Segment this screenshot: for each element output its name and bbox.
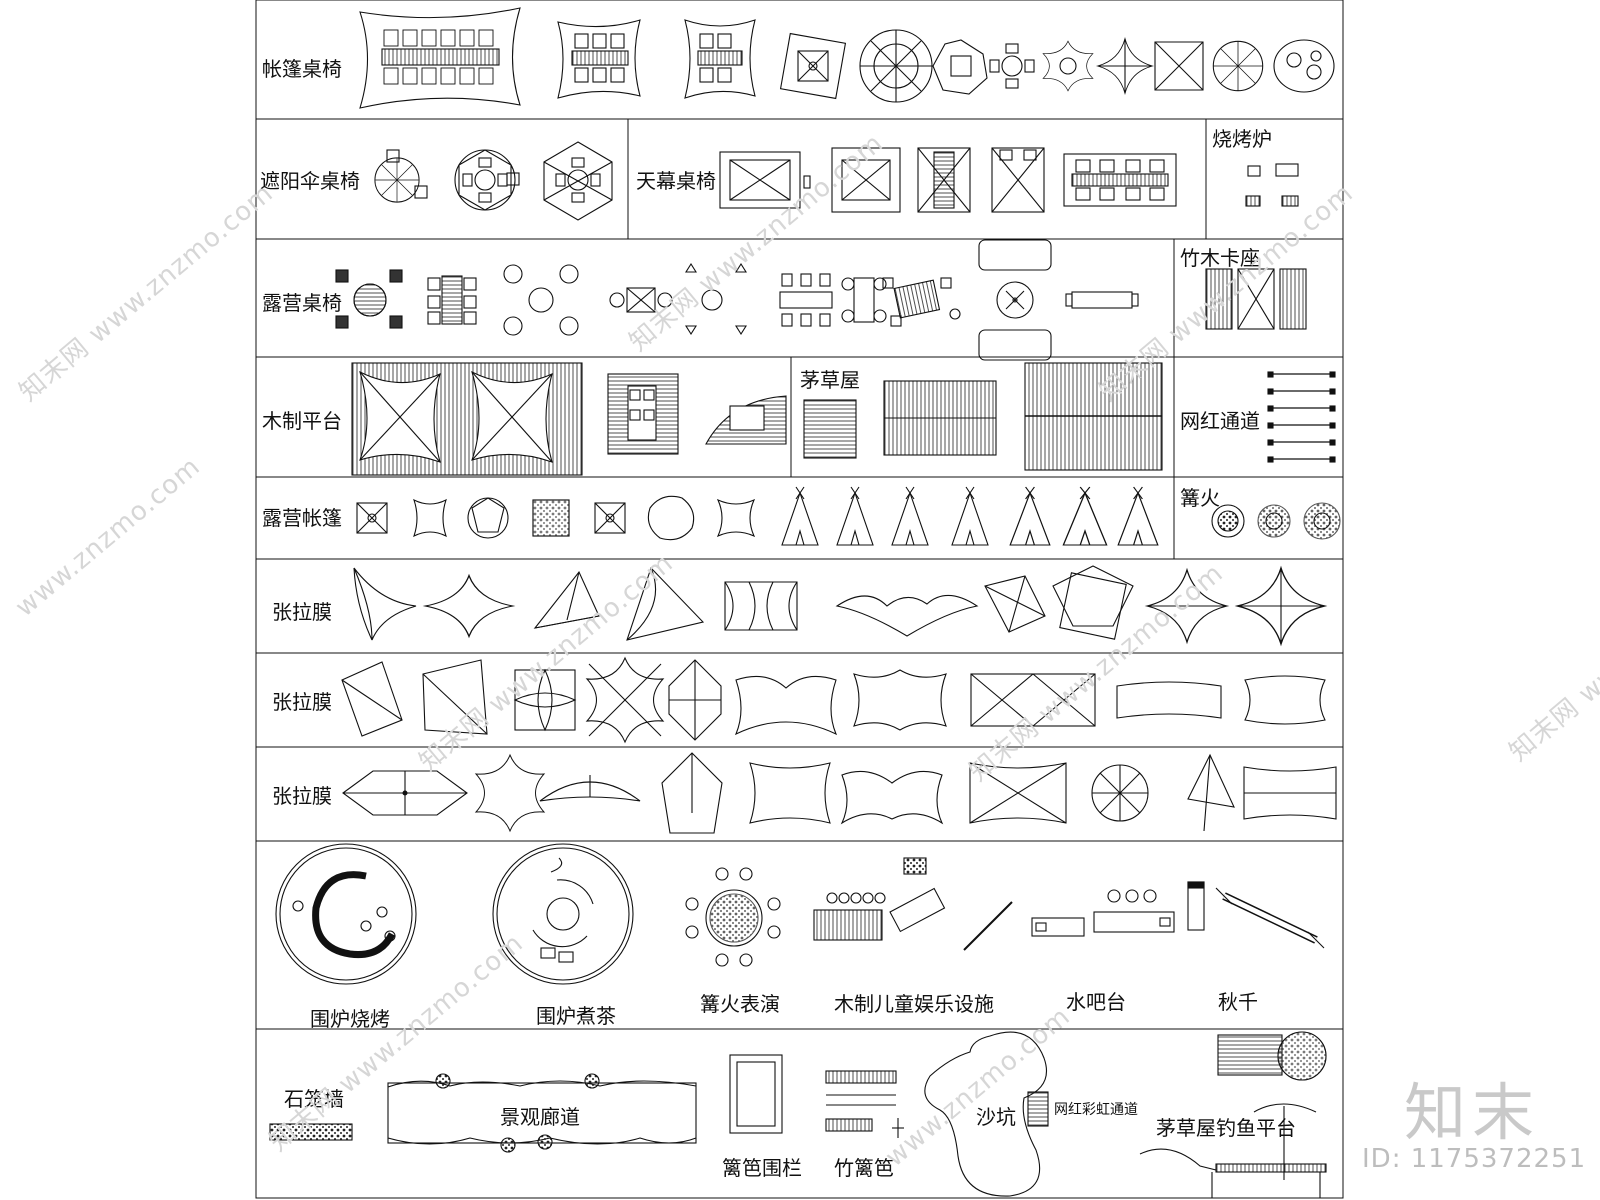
- label-tension-membrane-2: 张拉膜: [272, 690, 332, 714]
- label-swing: 秋千: [1218, 990, 1258, 1014]
- row-tension-membrane-2-symbols: [341, 657, 1326, 743]
- row-facility-symbols: [275, 843, 1325, 985]
- label-influencer-path: 网红通道: [1180, 409, 1260, 433]
- label-gabion-wall: 石笼墙: [284, 1087, 344, 1111]
- label-water-bar: 水吧台: [1066, 990, 1126, 1014]
- row-tent-table-symbols: [359, 7, 1335, 109]
- label-stove-tea: 围炉煮茶: [536, 1004, 616, 1028]
- label-stove-bbq: 围炉烧烤: [310, 1007, 390, 1031]
- label-sandpit: 沙坑: [976, 1105, 1016, 1129]
- row-wood-platform-symbols: [351, 362, 1336, 476]
- label-tension-membrane-3: 张拉膜: [272, 784, 332, 808]
- row-camp-tent-symbols: [356, 486, 1341, 546]
- label-wood-platform: 木制平台: [262, 409, 342, 433]
- row-tension-membrane-1-symbols: [353, 565, 1326, 645]
- label-camp-table: 露营桌椅: [262, 291, 342, 315]
- label-umbrella-table: 遮阳伞桌椅: [260, 169, 360, 193]
- label-bonfire: 篝火: [1180, 486, 1220, 510]
- label-camp-tent: 露营帐篷: [262, 506, 342, 530]
- label-rainbow-path: 网红彩虹通道: [1054, 1102, 1138, 1118]
- sheet-frame: [255, 0, 1344, 1199]
- label-kids-play: 木制儿童娱乐设施: [834, 992, 994, 1016]
- label-tent-table: 帐篷桌椅: [262, 57, 342, 81]
- label-bbq-stove: 烧烤炉: [1212, 127, 1272, 151]
- label-fishing-platform: 茅草屋钓鱼平台: [1156, 1116, 1296, 1140]
- brand-logo: 知末: [1404, 1076, 1541, 1149]
- row-umbrella-canopy-symbols: [374, 141, 1299, 221]
- row-landscape-symbols: [269, 1031, 1327, 1198]
- label-landscape-corridor: 景观廊道: [500, 1105, 580, 1129]
- label-bamboo-booth: 竹木卡座: [1180, 246, 1260, 270]
- row-camp-table-symbols: [335, 239, 1307, 361]
- label-fence: 篱笆围栏: [722, 1156, 802, 1180]
- label-thatched-hut: 茅草屋: [800, 368, 860, 392]
- label-bonfire-show: 篝火表演: [700, 992, 780, 1016]
- label-tension-membrane-1: 张拉膜: [272, 600, 332, 624]
- label-canopy-table: 天幕桌椅: [636, 169, 716, 193]
- asset-id: ID: 1175372251: [1362, 1144, 1587, 1174]
- row-tension-membrane-3-symbols: [342, 752, 1337, 834]
- label-bamboo-fence: 竹篱笆: [834, 1156, 894, 1180]
